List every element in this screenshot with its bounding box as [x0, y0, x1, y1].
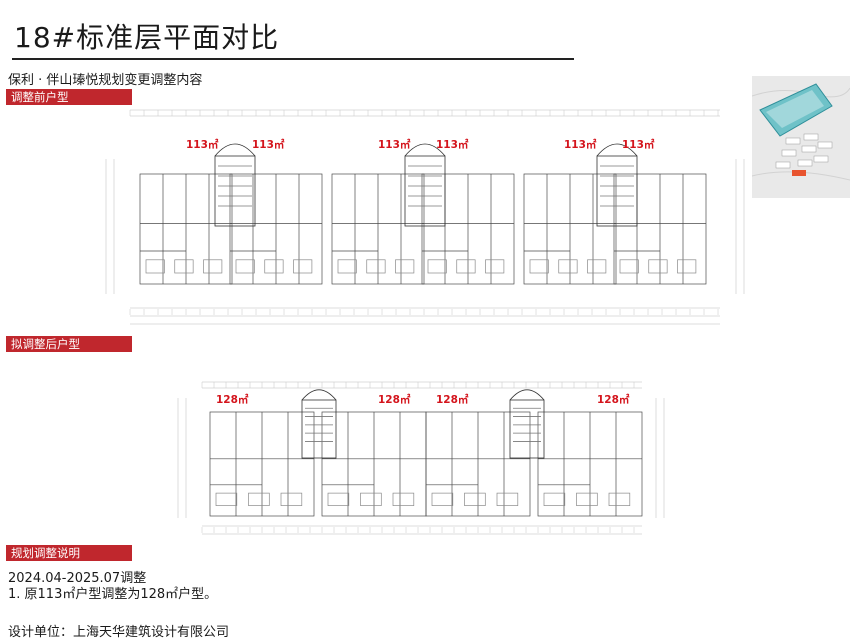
area-label-before-4: 113㎡ — [436, 139, 469, 151]
plan-unit-before-5 — [523, 173, 617, 285]
area-label-after-3: 128㎡ — [436, 394, 469, 406]
section-label-notes: 规划调整说明 — [6, 545, 132, 561]
area-label-before-5: 113㎡ — [564, 139, 597, 151]
plan-unit-after-2 — [321, 411, 427, 517]
plan-unit-before-2 — [229, 173, 323, 285]
page-subtitle: 保利 · 伴山瑧悦规划变更调整内容 — [8, 73, 203, 88]
section-label-before: 调整前户型 — [6, 89, 132, 105]
section-label-after: 拟调整后户型 — [6, 336, 132, 352]
adjustment-note-item: 1. 原113㎡户型调整为128㎡户型。 — [8, 587, 218, 602]
page-title: 18#标准层平面对比 — [14, 21, 280, 54]
stair-core-after-2 — [509, 389, 545, 459]
area-label-before-2: 113㎡ — [252, 139, 285, 151]
stair-core-before-1 — [214, 143, 256, 227]
plan-unit-after-1 — [209, 411, 315, 517]
site-plan-thumbnail — [752, 76, 850, 198]
area-label-before-6: 113㎡ — [622, 139, 655, 151]
area-label-before-3: 113㎡ — [378, 139, 411, 151]
plan-unit-after-4 — [537, 411, 643, 517]
adjustment-date-range: 2024.04-2025.07调整 — [8, 571, 147, 586]
plan-unit-before-4 — [421, 173, 515, 285]
stair-core-before-3 — [596, 143, 638, 227]
plan-unit-before-6 — [613, 173, 707, 285]
floor-plan-after — [177, 381, 665, 535]
stair-core-after-1 — [301, 389, 337, 459]
area-label-after-1: 128㎡ — [216, 394, 249, 406]
title-underline — [12, 58, 574, 60]
plan-unit-before-1 — [139, 173, 233, 285]
floor-plan-before — [105, 109, 745, 325]
stair-core-before-2 — [404, 143, 446, 227]
area-label-after-2: 128㎡ — [378, 394, 411, 406]
plan-unit-before-3 — [331, 173, 425, 285]
area-label-before-1: 113㎡ — [186, 139, 219, 151]
design-firm-credit: 设计单位：上海天华建筑设计有限公司 — [8, 625, 230, 640]
plan-unit-after-3 — [425, 411, 531, 517]
area-label-after-4: 128㎡ — [597, 394, 630, 406]
